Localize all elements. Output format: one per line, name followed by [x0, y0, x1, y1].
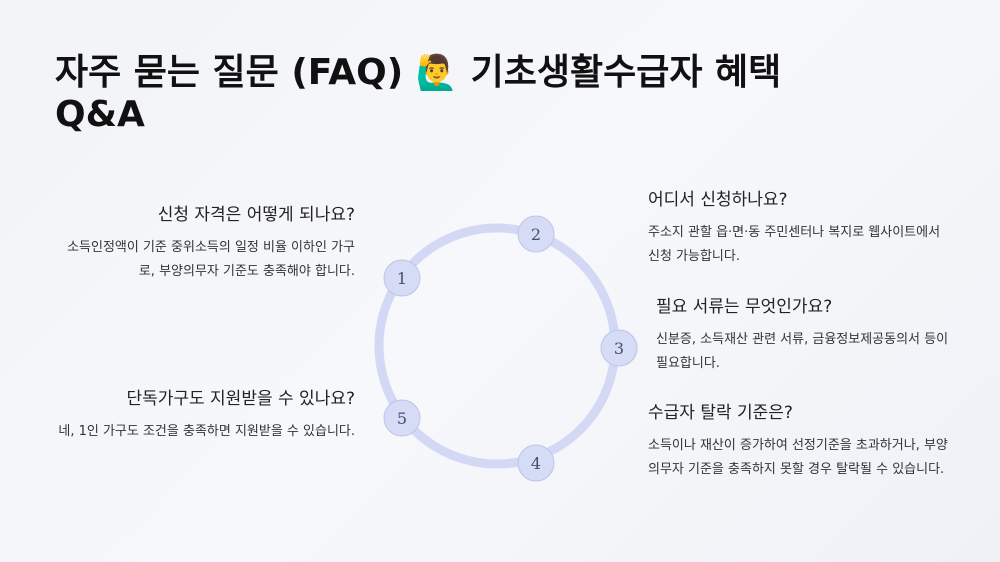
faq-item-3: 필요 서류는 무엇인가요? 신분증, 소득재산 관련 서류, 금융정보제공동의서… [656, 296, 956, 376]
node-number: 1 [397, 269, 407, 288]
faq-item-5: 단독가구도 지원받을 수 있나요? 네, 1인 가구도 조건을 충족하면 지원받… [55, 388, 355, 444]
faq-answer: 소득인정액이 기준 중위소득의 일정 비율 이하인 가구로, 부양의무자 기준도… [67, 240, 355, 280]
faq-answer: 소득이나 재산이 증가하여 선정기준을 초과하거나, 부양의무자 기준을 충족하… [648, 438, 948, 478]
node-circle [517, 444, 555, 482]
faq-question: 신청 자격은 어떻게 되나요? [157, 205, 355, 225]
raising-hand-icon: 🙋‍♂️ [415, 53, 459, 93]
title-qa: Q&A [55, 94, 145, 136]
page-title: 자주 묻는 질문 (FAQ) 🙋‍♂️ 기초생활수급자 혜택 Q&A [55, 52, 935, 137]
cycle-node-2[interactable]: 2 [517, 215, 555, 253]
faq-question: 단독가구도 지원받을 수 있나요? [126, 389, 355, 409]
faq-item-2: 어디서 신청하나요? 주소지 관할 읍·면·동 주민센터나 복지로 웹사이트에서… [648, 189, 948, 269]
faq-item-4: 수급자 탈락 기준은? 소득이나 재산이 증가하여 선정기준을 초과하거나, 부… [648, 402, 948, 482]
title-main: 자주 묻는 질문 (FAQ) [55, 52, 404, 93]
faq-question: 수급자 탈락 기준은? [648, 403, 793, 423]
faq-item-1: 신청 자격은 어떻게 되나요? 소득인정액이 기준 중위소득의 일정 비율 이하… [55, 204, 355, 284]
node-circle [600, 329, 638, 367]
node-number: 2 [531, 225, 541, 244]
node-circle [383, 259, 421, 297]
node-circle [517, 215, 555, 253]
cycle-node-4[interactable]: 4 [517, 444, 555, 482]
faq-question: 필요 서류는 무엇인가요? [656, 297, 833, 317]
cycle-node-5[interactable]: 5 [383, 399, 421, 437]
faq-question: 어디서 신청하나요? [648, 190, 788, 210]
node-number: 5 [397, 409, 407, 428]
faq-answer: 네, 1인 가구도 조건을 충족하면 지원받을 수 있습니다. [58, 424, 355, 440]
node-number: 3 [614, 339, 624, 358]
node-circle [383, 399, 421, 437]
cycle-node-3[interactable]: 3 [600, 329, 638, 367]
cycle-node-1[interactable]: 1 [383, 259, 421, 297]
node-number: 4 [531, 454, 541, 473]
faq-answer: 신분증, 소득재산 관련 서류, 금융정보제공동의서 등이 필요합니다. [656, 332, 949, 372]
title-topic: 기초생활수급자 혜택 [470, 52, 782, 93]
faq-answer: 주소지 관할 읍·면·동 주민센터나 복지로 웹사이트에서 신청 가능합니다. [648, 225, 941, 265]
